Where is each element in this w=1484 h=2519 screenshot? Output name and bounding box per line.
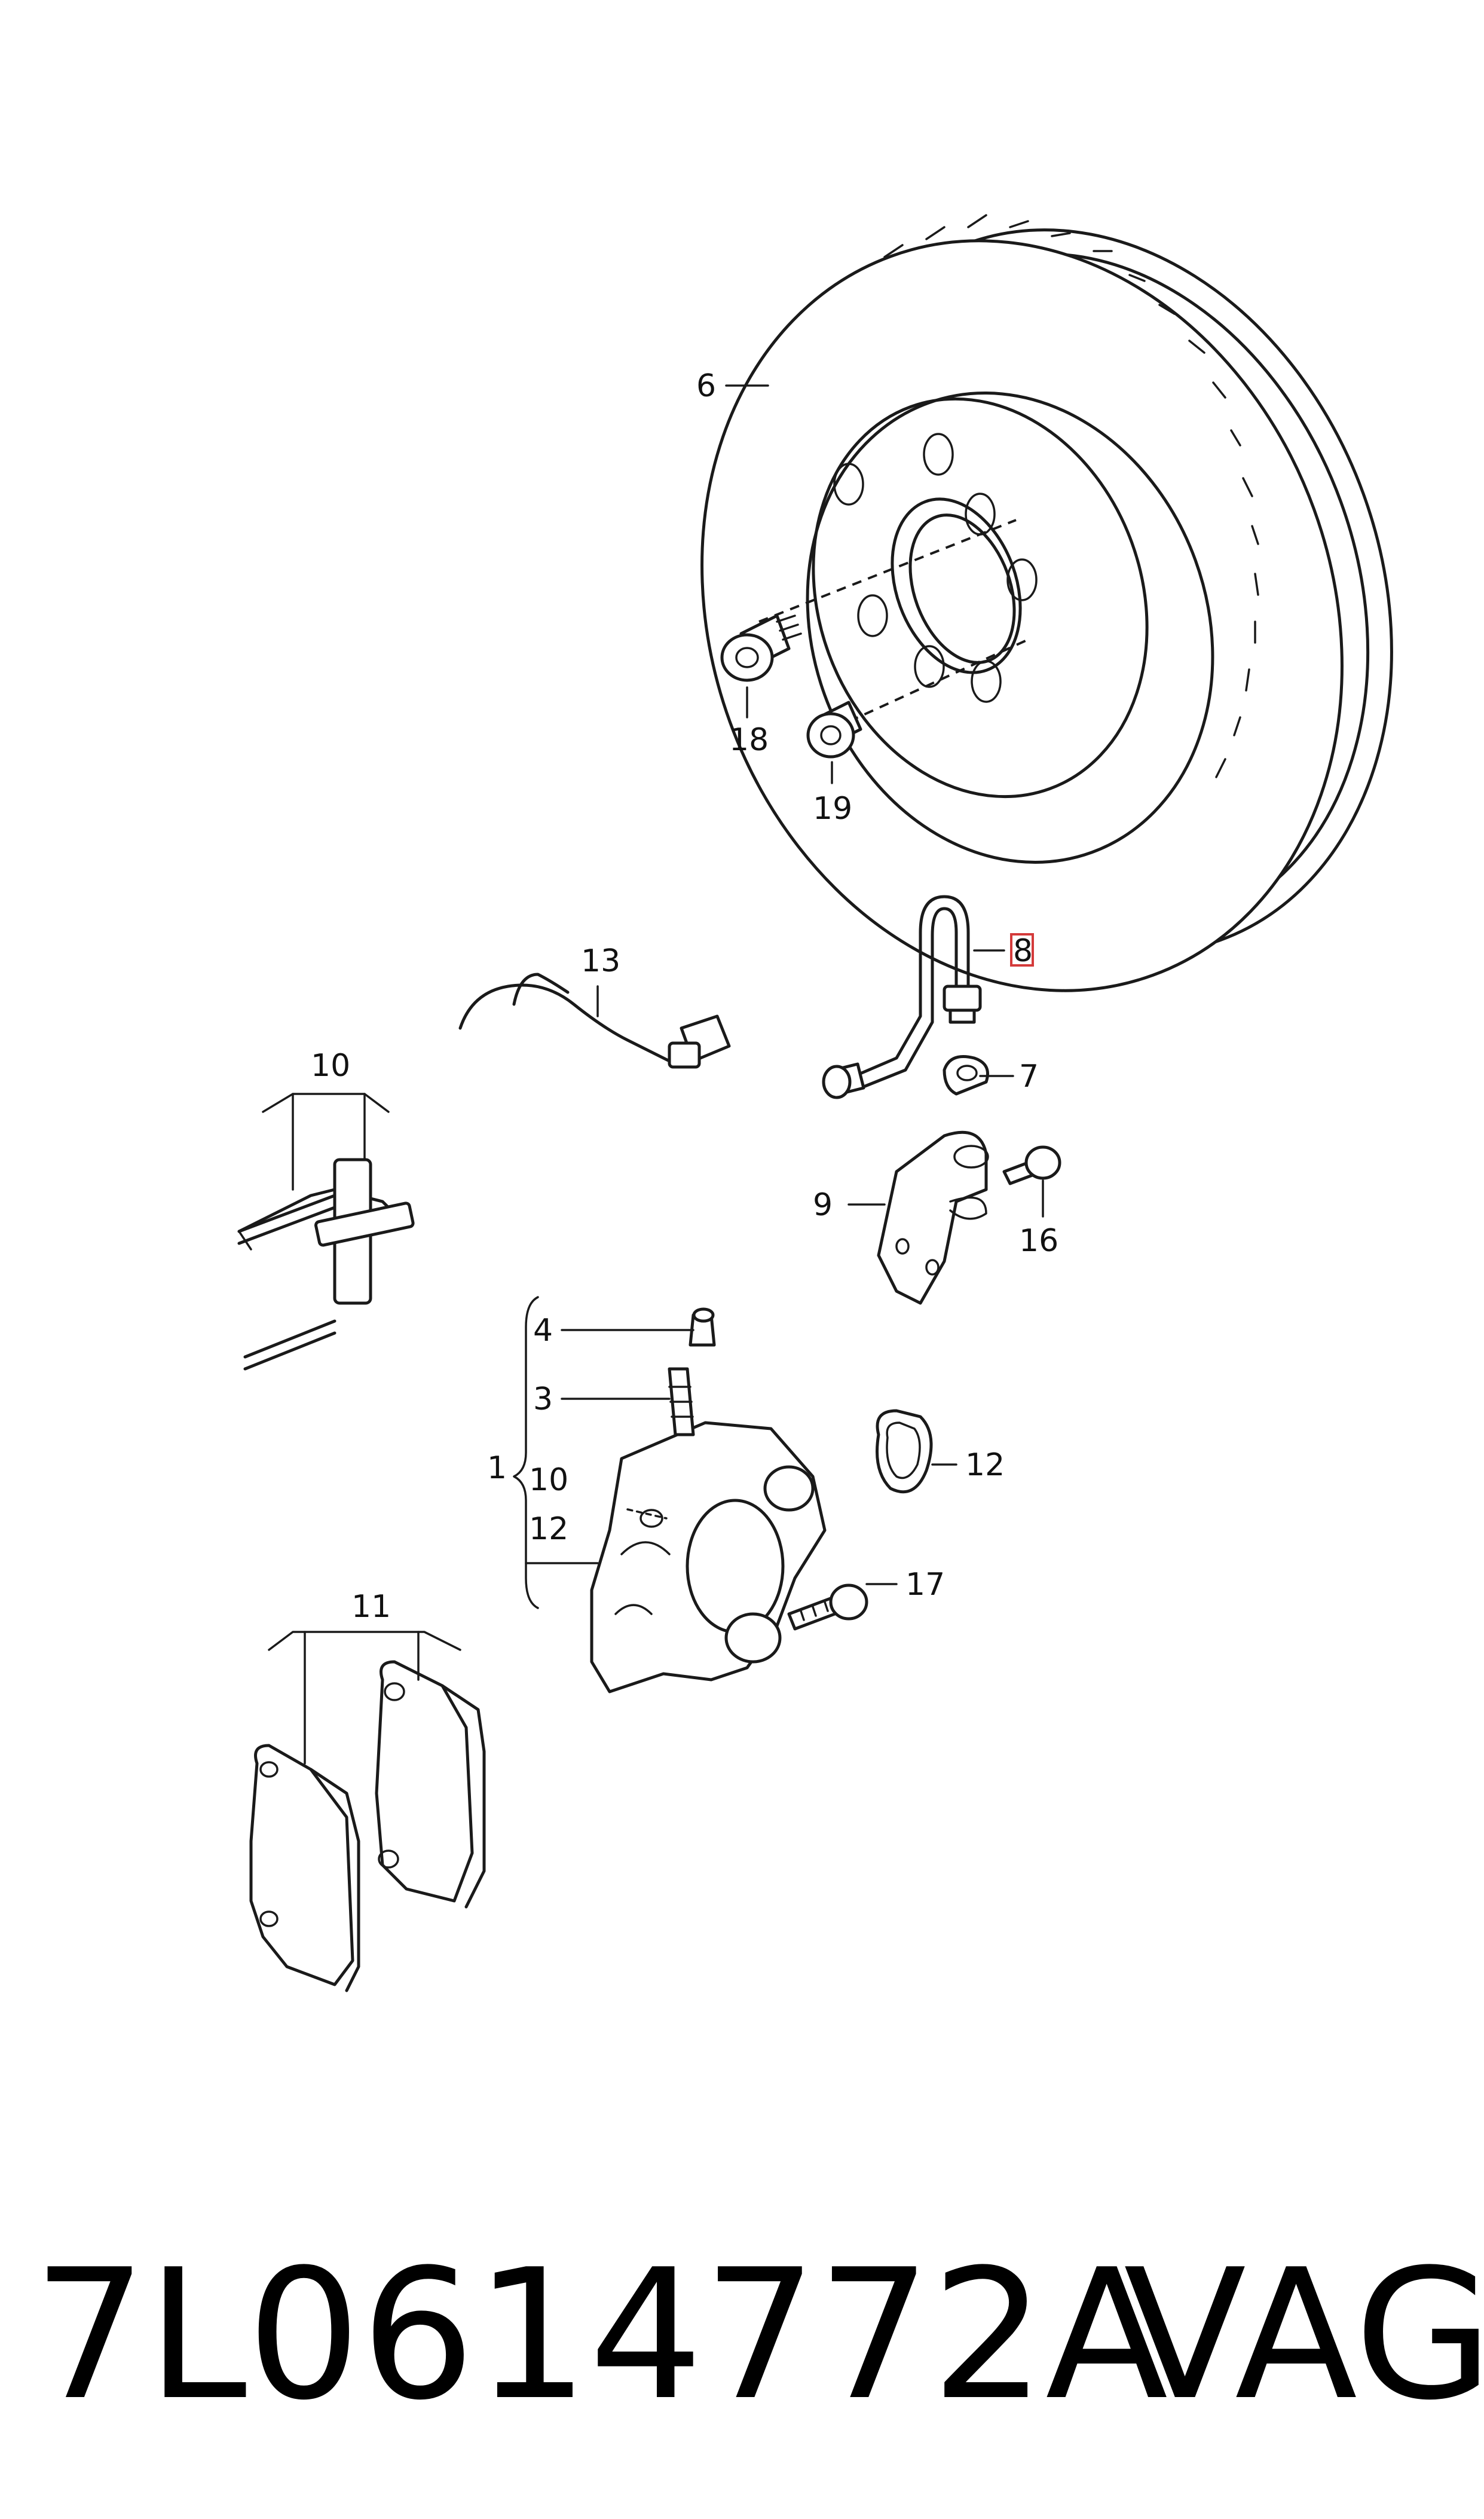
part-number: 7L0614772A bbox=[33, 2231, 1168, 2439]
brake-pad-right bbox=[375, 1660, 486, 1909]
callout-8: 8 bbox=[1013, 933, 1033, 969]
callout-6: 6 bbox=[696, 368, 716, 404]
callout-1: 1 bbox=[487, 1450, 507, 1486]
brake-pad-left bbox=[249, 1744, 360, 1992]
callout-4: 4 bbox=[533, 1313, 553, 1349]
bolt-17 bbox=[787, 1583, 868, 1631]
callout-labels: 6 18 19 13 8 7 10 9 16 4 3 1 10 12 12 17… bbox=[311, 368, 1058, 1625]
callout-17: 17 bbox=[905, 1567, 945, 1603]
brake-disc bbox=[700, 214, 1393, 992]
callout-7: 7 bbox=[1019, 1059, 1039, 1095]
wheel-bolt-18 bbox=[720, 614, 802, 682]
callout-8-highlight bbox=[1010, 933, 1034, 967]
bracket-9 bbox=[877, 1130, 989, 1305]
leader-lines bbox=[262, 384, 1044, 1765]
callout-3: 3 bbox=[533, 1381, 553, 1417]
brake-caliper-1 bbox=[590, 1421, 827, 1693]
callout-10-caliper: 10 bbox=[529, 1462, 568, 1498]
bleed-screw-3 bbox=[668, 1367, 695, 1436]
callout-9: 9 bbox=[813, 1187, 833, 1223]
callout-19: 19 bbox=[813, 791, 852, 827]
callout-12-ring: 12 bbox=[965, 1447, 1005, 1483]
callout-13: 13 bbox=[581, 943, 620, 979]
wear-sensor-13 bbox=[458, 973, 731, 1069]
brake-line bbox=[822, 895, 982, 1099]
callout-16: 16 bbox=[1019, 1223, 1058, 1259]
callout-11: 11 bbox=[351, 1589, 391, 1625]
washer-7 bbox=[943, 1055, 989, 1096]
callout-12-caliper: 12 bbox=[529, 1511, 568, 1547]
plug-19 bbox=[806, 701, 862, 759]
sealing-ring-12 bbox=[876, 1409, 933, 1494]
bolt-16 bbox=[1002, 1145, 1061, 1185]
brand-name: VAG bbox=[1124, 2231, 1484, 2439]
callout-18: 18 bbox=[729, 722, 769, 758]
dust-cap-4 bbox=[689, 1307, 716, 1347]
pins-and-spring-10 bbox=[237, 1158, 415, 1371]
callout-10-group: 10 bbox=[311, 1048, 350, 1084]
